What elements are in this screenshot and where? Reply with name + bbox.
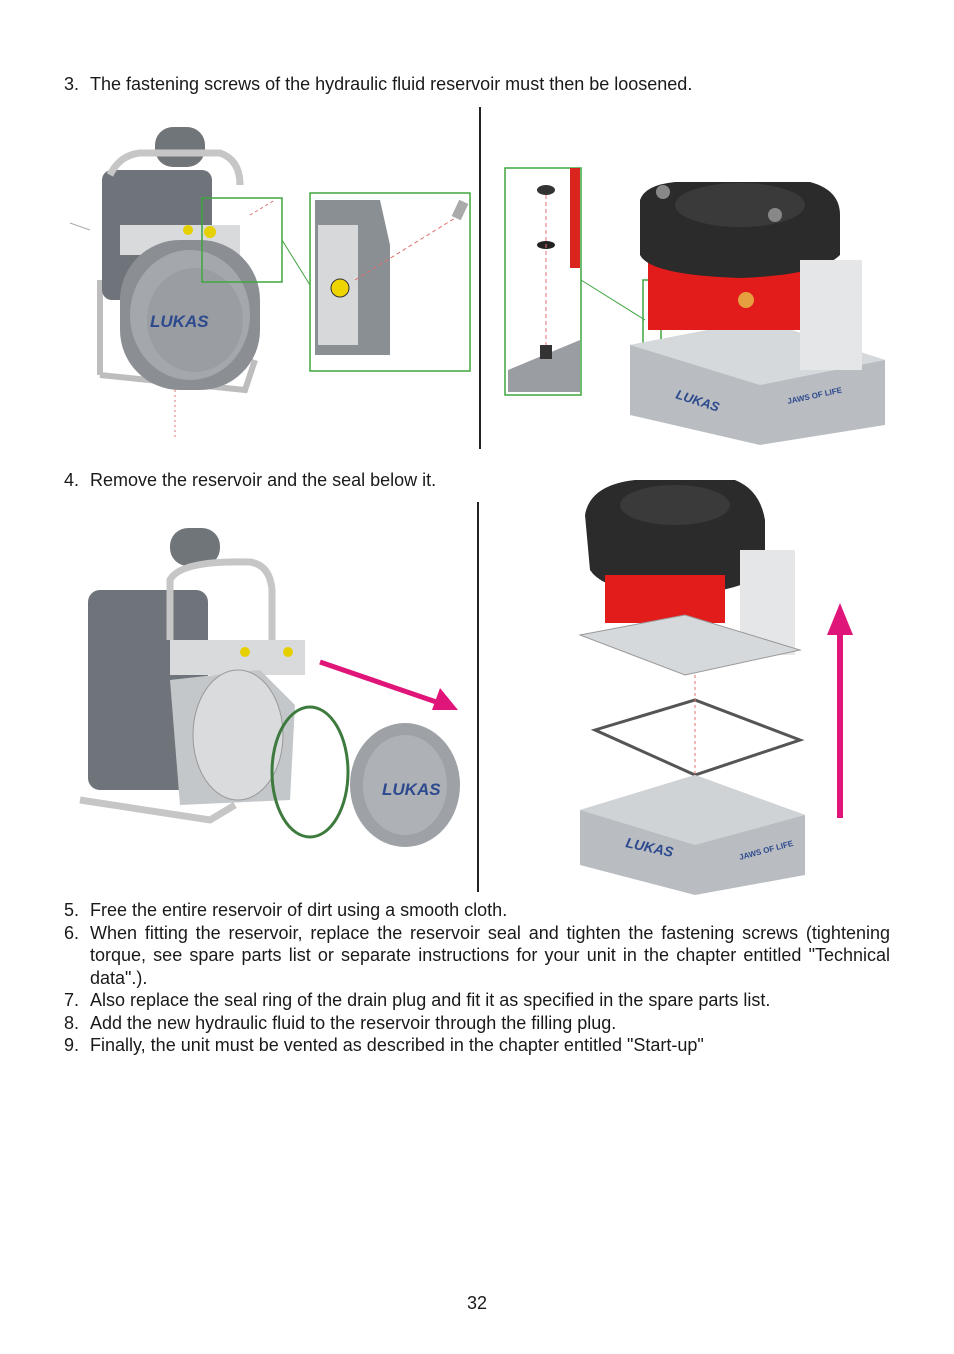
step-text: Also replace the seal ring of the drain … (90, 990, 771, 1010)
step-number: 5. (64, 900, 80, 920)
step-number: 7. (64, 990, 80, 1010)
fastening-screw (330, 278, 350, 298)
arrow-right (319, 659, 446, 708)
step-3: 3. The fastening screws of the hydraulic … (64, 73, 692, 96)
fuel-cap (155, 127, 205, 167)
column-divider (477, 502, 479, 892)
list-item: 8. Add the new hydraulic fluid to the res… (64, 1012, 890, 1035)
column-divider (479, 107, 481, 449)
step-number: 6. (64, 922, 80, 943)
list-item: 7. Also replace the seal ring of the drai… (64, 989, 890, 1012)
step-number: 3. (64, 74, 80, 94)
step-number: 4. (64, 470, 80, 490)
step-text: When fitting the reservoir, replace the … (90, 922, 890, 988)
reservoir-seal-ring (270, 705, 350, 839)
figure-reservoir-screws-right: LUKAS JAWS OF LIFE (504, 167, 885, 445)
step-text: The fastening screws of the hydraulic fl… (90, 74, 693, 94)
step-text: Free the entire reservoir of dirt using … (90, 900, 508, 920)
list-item: 5. Free the entire reservoir of dirt usin… (64, 899, 890, 922)
figure-remove-reservoir-right: LUKAS JAWS OF LIFE (578, 480, 853, 895)
arrow-up-head (827, 603, 853, 635)
figure-reservoir-screws-left: LUKAS (69, 127, 471, 440)
page-number: 32 (466, 1293, 488, 1313)
reservoir-gasket (590, 698, 805, 777)
lukas-logo: LUKAS (382, 780, 441, 799)
step-text: Remove the reservoir and the seal below … (90, 470, 437, 490)
step-4: 4. Remove the reservoir and the seal belo… (64, 469, 436, 492)
figure-remove-reservoir-left: LUKAS (79, 528, 460, 847)
step-list: 5. Free the entire reservoir of dirt usin… (64, 899, 890, 1057)
step-number: 9. (64, 1035, 80, 1055)
step-text: Add the new hydraulic fluid to the reser… (90, 1012, 617, 1033)
list-item: 9. Finally, the unit must be vented as de… (64, 1034, 890, 1057)
valve-block (800, 260, 862, 370)
step-number: 8. (64, 1012, 80, 1033)
lukas-logo: LUKAS (150, 312, 209, 331)
red-pump-block (605, 575, 725, 623)
list-item: 6. When fitting the reservoir, replace th… (64, 922, 890, 990)
arrow-right-head (432, 688, 458, 710)
step-text: Finally, the unit must be vented as desc… (90, 1035, 704, 1055)
